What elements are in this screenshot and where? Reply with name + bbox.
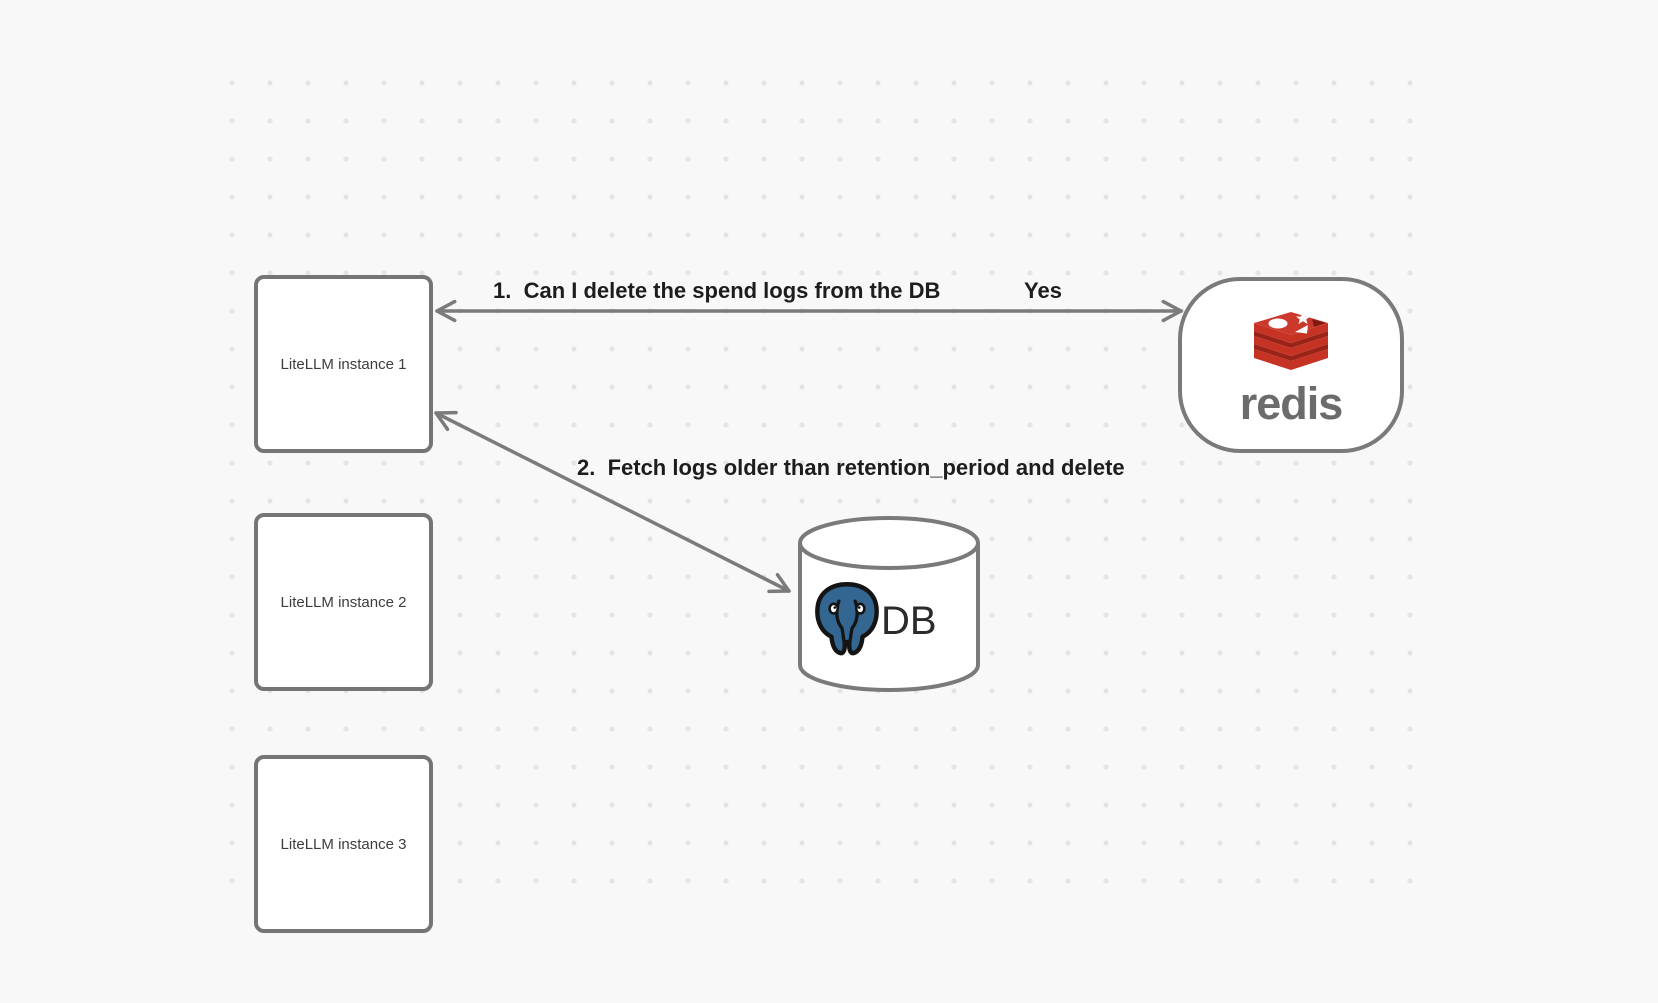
- redis-logo-icon: [1254, 312, 1328, 370]
- node-label: LiteLLM instance 3: [280, 835, 407, 853]
- node-litellm-instance-3: LiteLLM instance 3: [254, 755, 433, 933]
- node-label: LiteLLM instance 2: [280, 593, 407, 611]
- db-label: DB: [881, 599, 937, 643]
- node-redis: redis: [1178, 277, 1404, 453]
- postgresql-icon: [815, 582, 879, 656]
- node-label: LiteLLM instance 1: [280, 355, 407, 373]
- edge-2-label: 2. Fetch logs older than retention_perio…: [577, 455, 1125, 480]
- edge-1-label: 1. Can I delete the spend logs from the …: [493, 278, 941, 303]
- node-litellm-instance-1: LiteLLM instance 1: [254, 275, 433, 453]
- redis-wordmark: redis: [1239, 378, 1344, 429]
- node-litellm-instance-2: LiteLLM instance 2: [254, 513, 433, 691]
- edge-1-response: Yes: [1024, 278, 1062, 303]
